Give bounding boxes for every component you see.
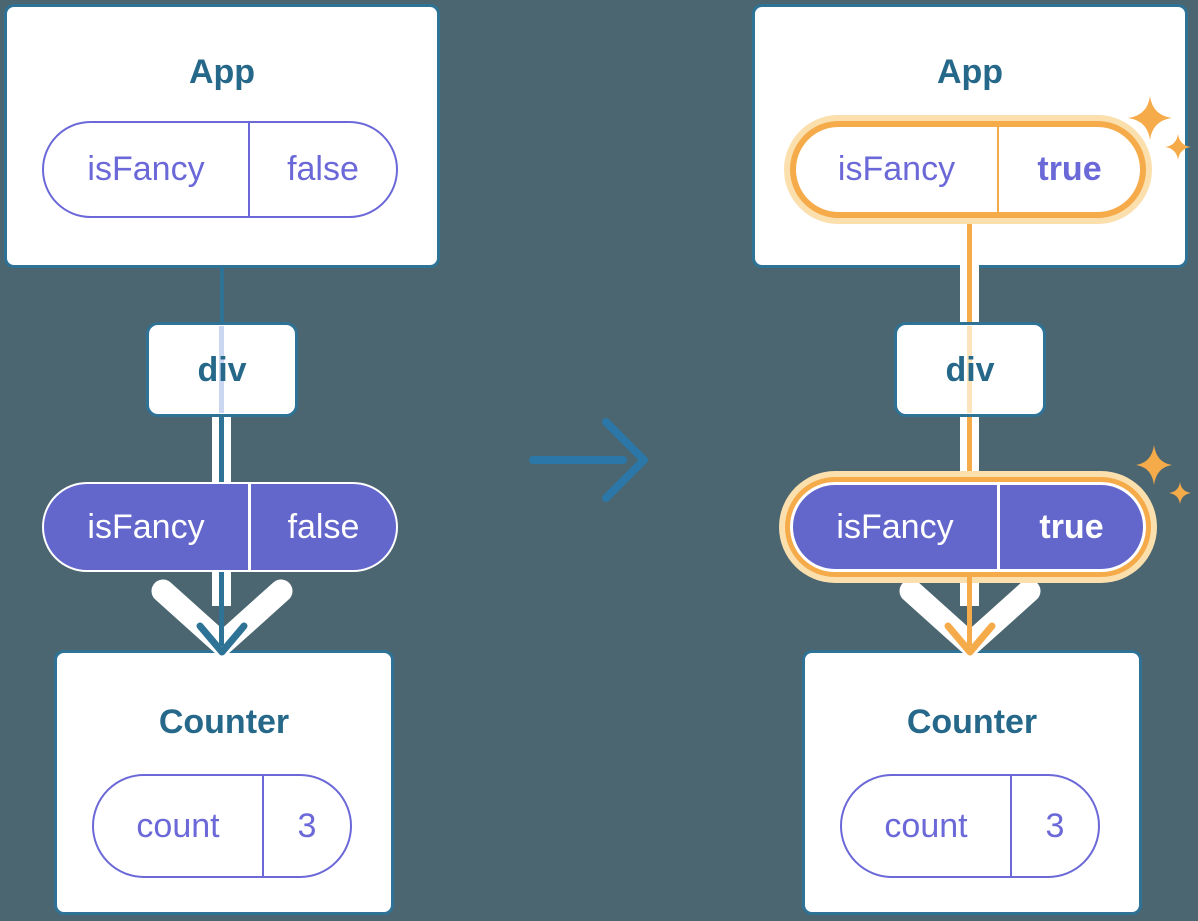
pill-divider (997, 485, 1000, 569)
div-to-prop-connector (212, 417, 231, 482)
prop-arrow-line (219, 572, 224, 646)
pill-divider (1010, 776, 1012, 876)
state-value: 3 (297, 806, 317, 845)
passed-prop-pill: isFancy false (42, 482, 398, 572)
sparkles-icon (1136, 445, 1191, 504)
sparkles-icon (1128, 96, 1191, 160)
pill-divider (262, 776, 264, 876)
prop-arrow-line (967, 572, 972, 646)
pill-divider (248, 484, 251, 570)
arrowhead-icon (944, 622, 996, 656)
tree-before: App isFancy false div isFancy false (0, 0, 450, 921)
root-prop-pill: isFancy false (42, 121, 398, 218)
transition-arrow-icon (529, 418, 648, 502)
div-title: div (197, 351, 247, 389)
prop-through-line (967, 326, 972, 413)
counter-title: Counter (158, 703, 290, 741)
prop-value: true (1037, 150, 1102, 188)
prop-flow-line (967, 214, 972, 267)
pill-divider (248, 123, 250, 216)
arrowhead-icon (196, 622, 248, 656)
app-title: App (188, 53, 256, 91)
state-pill: count 3 (840, 774, 1100, 878)
passed-prop-pill-highlighted: isFancy true (790, 482, 1146, 572)
root-prop-pill-highlighted: isFancy true (790, 121, 1146, 218)
app-to-div-connector (960, 264, 979, 324)
counter-title: Counter (906, 703, 1038, 741)
prop-name: isFancy (837, 150, 956, 188)
state-name: count (884, 806, 968, 845)
prop-through-line (219, 326, 224, 413)
pill-divider (997, 127, 999, 212)
app-title: App (936, 53, 1004, 91)
div-to-prop-connector (960, 417, 979, 482)
tree-after: App isFancy true div isFancy true (748, 0, 1198, 921)
app-to-div-connector (220, 266, 224, 324)
prop-name: isFancy (87, 150, 205, 188)
state-name: count (136, 806, 220, 845)
prop-name: isFancy (836, 507, 954, 546)
state-pill: count 3 (92, 774, 352, 878)
prop-value: false (287, 507, 360, 546)
prop-name: isFancy (87, 507, 205, 546)
div-title: div (945, 351, 995, 389)
prop-value: false (287, 150, 359, 188)
state-value: 3 (1045, 806, 1065, 845)
prop-value: true (1039, 507, 1104, 546)
